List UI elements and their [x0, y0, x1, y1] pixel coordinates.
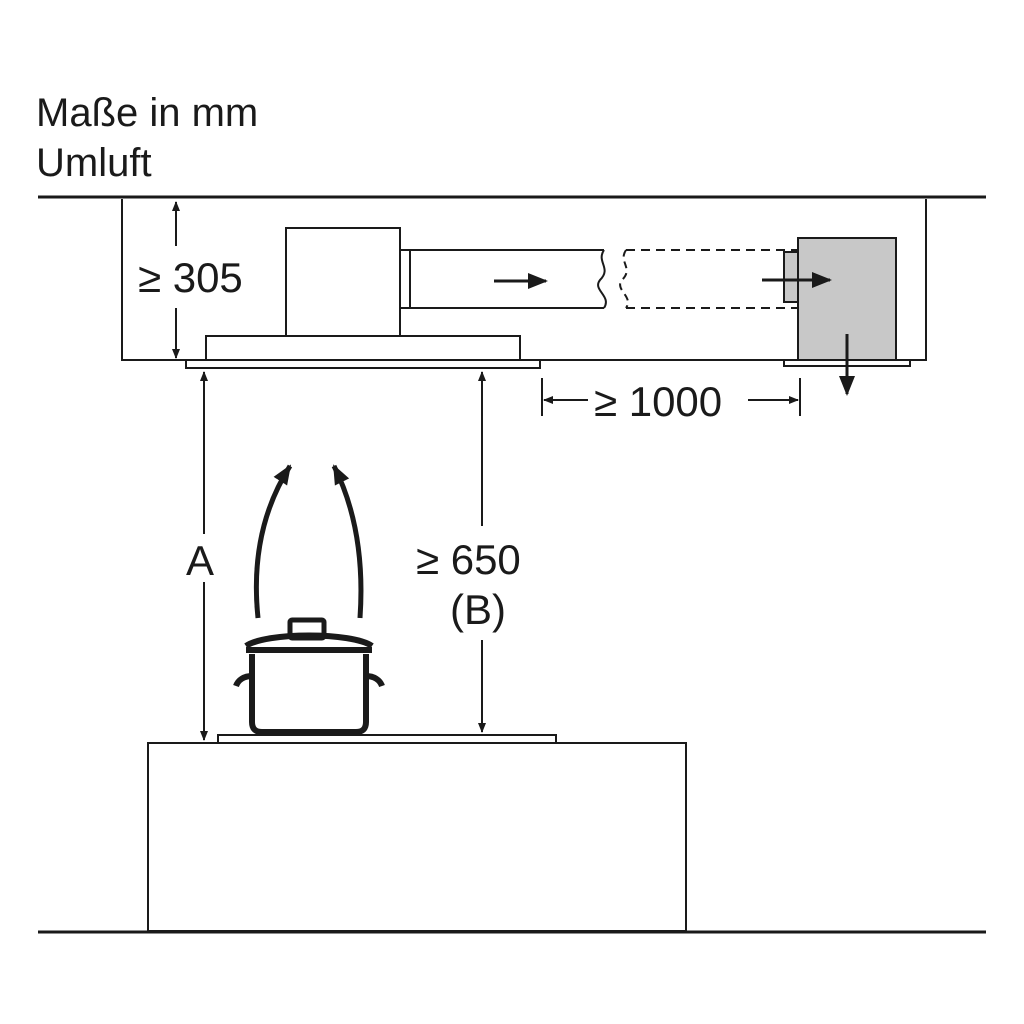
hood-frame	[205, 335, 521, 361]
dimension-label-b: (B)	[450, 586, 506, 633]
hood-motor-housing	[285, 227, 401, 337]
duct-extension-dashed	[619, 249, 798, 309]
kitchen-counter	[147, 742, 687, 932]
cooktop	[217, 734, 557, 744]
dimension-label-a: A	[186, 537, 214, 584]
dimension-label-bg	[412, 526, 548, 640]
dimension-label-bg	[134, 246, 268, 308]
dimension-label-bg	[186, 534, 222, 582]
cooking-pot-icon	[233, 617, 385, 735]
dimension-label-min-clearance: ≥ 650	[416, 536, 521, 583]
dimension-label-hood-height: ≥ 305	[138, 254, 243, 301]
dimension-label-filter-distance: ≥ 1000	[594, 378, 722, 425]
steam-arrow-left	[253, 464, 293, 619]
hood-panel	[185, 359, 541, 369]
diagram-subtitle: Umluft	[36, 141, 152, 185]
duct-collar	[399, 249, 411, 309]
dimension-label-bg	[588, 376, 748, 426]
diagram-title: Maße in mm	[36, 91, 258, 135]
filter-inlet	[783, 251, 799, 303]
duct-break-end	[597, 249, 607, 309]
steam-arrow-right	[331, 464, 364, 619]
